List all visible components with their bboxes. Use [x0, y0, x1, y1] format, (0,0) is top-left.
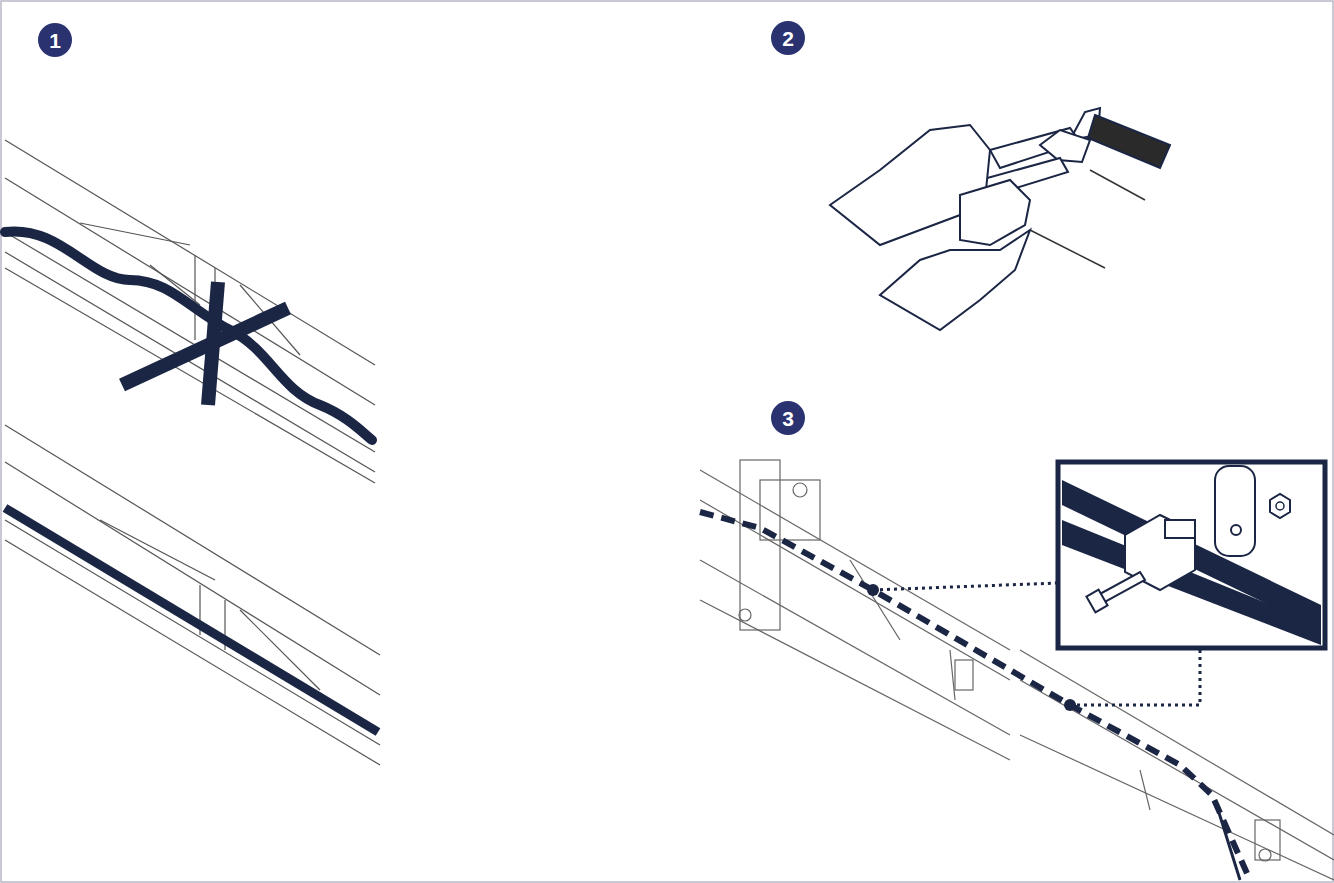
cross-mark [122, 282, 288, 405]
step-number: 3 [782, 408, 794, 429]
boom-frame [700, 460, 1334, 880]
clamp-inset [1058, 462, 1325, 648]
boom-section-correct [5, 425, 380, 765]
boom-section-wrong [5, 140, 375, 483]
hose-route [700, 512, 1250, 880]
wrench-tightening [830, 108, 1170, 330]
step-number-circle: 1 [38, 23, 72, 57]
straight-hose [5, 508, 378, 732]
hose-end [1215, 800, 1240, 880]
wavy-hose [5, 231, 372, 440]
step-number-circle: 2 [771, 21, 805, 55]
step-number-circle: 3 [771, 401, 805, 435]
step-number: 2 [782, 28, 794, 49]
step-number: 1 [49, 30, 61, 51]
